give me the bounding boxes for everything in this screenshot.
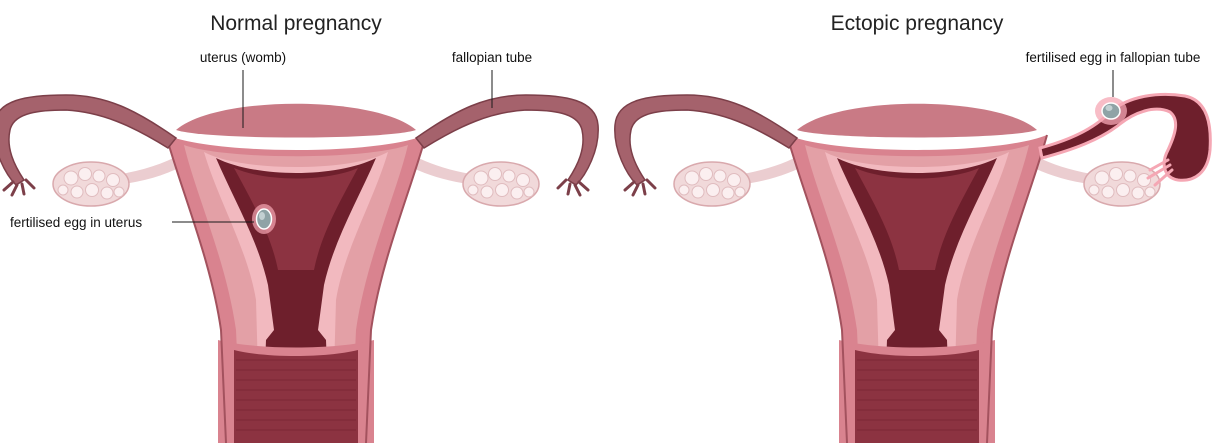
ectopic-pregnancy-panel: Ectopic pregnancy fertilised egg in fall… xyxy=(615,12,1211,443)
label-fallopian-tube: fallopian tube xyxy=(452,50,532,65)
egg-in-uterus-icon xyxy=(252,204,276,234)
normal-uterus-illustration xyxy=(0,95,598,443)
label-egg-in-uterus: fertilised egg in uterus xyxy=(10,215,142,230)
normal-title: Normal pregnancy xyxy=(210,12,382,35)
egg-in-tube-icon xyxy=(1095,97,1127,125)
label-uterus: uterus (womb) xyxy=(200,50,286,65)
label-egg-in-tube: fertilised egg in fallopian tube xyxy=(1026,50,1201,65)
normal-pregnancy-panel: Normal pregnancy uterus (womb) fallopian… xyxy=(0,12,598,443)
ectopic-title: Ectopic pregnancy xyxy=(831,12,1004,35)
